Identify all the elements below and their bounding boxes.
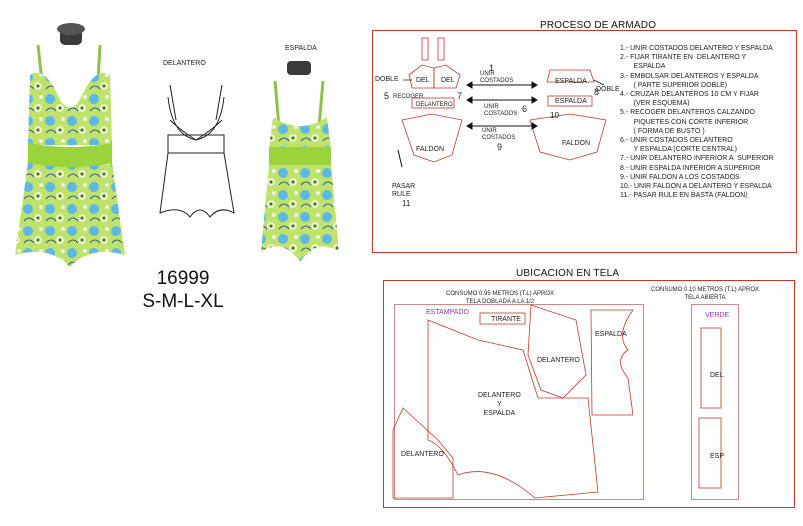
label-doble-left: DOBLE	[375, 76, 399, 83]
step-num-9: 9	[497, 142, 503, 152]
label-unir-costados-3: UNIR COSTADOS	[482, 128, 516, 141]
piece-delantero-y-espalda: DELANTERO Y ESPALDA	[478, 392, 521, 417]
assembly-diagram	[397, 37, 607, 168]
assembly-step: 10.- UNIR FALDON A DELANTERO Y ESPALDA	[620, 183, 772, 191]
front-flat-sketch	[159, 84, 235, 218]
fabric-printed-label: ESTAMPADO	[426, 309, 469, 316]
model-number: 16999	[156, 268, 210, 289]
piece-esp: ESP	[710, 453, 725, 460]
label-faldon-right: FALDON	[562, 140, 591, 147]
assembly-step: 11.- PASAR RULE EN BASTA (FALDON)	[620, 192, 748, 200]
label-recoger: RECOGER	[393, 94, 424, 100]
assembly-panel	[372, 30, 797, 253]
piece-espalda: ESPALDA	[595, 331, 627, 338]
assembly-step: 5.- RECOGER DELANTEROS CALZANDO PIQUETES…	[620, 109, 755, 135]
step-num-1: 1	[489, 63, 495, 73]
piece-delantero-top: DELANTERO	[537, 357, 580, 364]
assembly-step: 9.- UNIR FALDON A LOS COSTADOS	[620, 173, 740, 181]
label-unir-costados-1: UNIR COSTADOS	[480, 71, 514, 84]
step-num-5: 5	[384, 91, 390, 101]
assembly-title: PROCESO DE ARMADO	[540, 20, 657, 31]
assembly-step: 4.- CRUZAR DELANTEROS 10 CM Y FIJAR (VER…	[620, 91, 759, 108]
step-num-10: 10	[550, 111, 559, 120]
piece-del: DEL	[710, 372, 724, 379]
assembly-step: 1.- UNIR COSTADOS DELANTERO Y ESPALDA	[620, 45, 773, 52]
fabric-plain-label: VERDE	[705, 312, 730, 319]
assembly-step: 3.- EMBOLSAR DELANTEROS Y ESPALDA ( PART…	[620, 72, 759, 89]
consumption-printed: CONSUMO 0.95 METROS (T.L) APROX TELA DOB…	[446, 291, 555, 305]
label-espalda-top: ESPALDA	[555, 78, 587, 85]
layout-title: UBICACION EN TELA	[516, 268, 620, 279]
label-pasar-rule: PASAR RULE	[392, 183, 416, 198]
size-range: S-M-L-XL	[142, 291, 224, 312]
front-flat-sketch-label: DELANTERO	[163, 60, 206, 67]
step-num-11: 11	[402, 199, 411, 208]
label-del-1: DEL	[416, 77, 430, 84]
printed-fabric-area	[394, 304, 644, 500]
step-num-6: 6	[522, 104, 528, 114]
plain-fabric-area	[691, 304, 739, 500]
product-photo-back: ESPALDA	[255, 45, 345, 270]
marker-layout	[392, 304, 722, 499]
assembly-step: 8.- UNIR ESPALDA INFERIOR A SUPERIOR	[620, 164, 761, 172]
piece-delantero-bottom: DELANTERO	[401, 451, 444, 458]
step-num-7: 7	[457, 91, 463, 101]
garment-back-photo-illustration	[261, 61, 339, 262]
consumption-plain: CONSUMO 0.10 METROS (T.L) APROX TELA ABI…	[651, 287, 760, 301]
product-photo-front	[0, 5, 135, 275]
label-doble-right: DOBLE	[596, 86, 620, 93]
layout-panel	[383, 280, 795, 508]
assembly-steps-list: 1.- UNIR COSTADOS DELANTERO Y ESPALDA 2.…	[620, 44, 798, 200]
label-faldon-left: FALDON	[416, 146, 445, 153]
label-espalda-bottom: ESPALDA	[555, 98, 587, 105]
back-photo-label: ESPALDA	[285, 45, 317, 52]
label-del-2: DEL	[441, 77, 455, 84]
assembly-step: 7.- UNIR DELANTERO INFERIOR A SUPERIOR	[620, 155, 774, 163]
step-num-8: 8	[594, 87, 600, 97]
piece-tirante: TIRANTE	[491, 316, 521, 323]
assembly-step: 6.- UNIR COSTADOS DELANTERO Y ESPALDA (C…	[620, 137, 737, 154]
garment-front-photo-illustration	[15, 23, 125, 267]
label-delantero-band: DELANTERO	[416, 102, 453, 108]
assembly-step: 2.- FIJAR TIRANTE EN DELANTERO Y ESPALDA	[620, 54, 747, 71]
label-unir-costados-2: UNIR COSTADOS	[484, 104, 518, 117]
